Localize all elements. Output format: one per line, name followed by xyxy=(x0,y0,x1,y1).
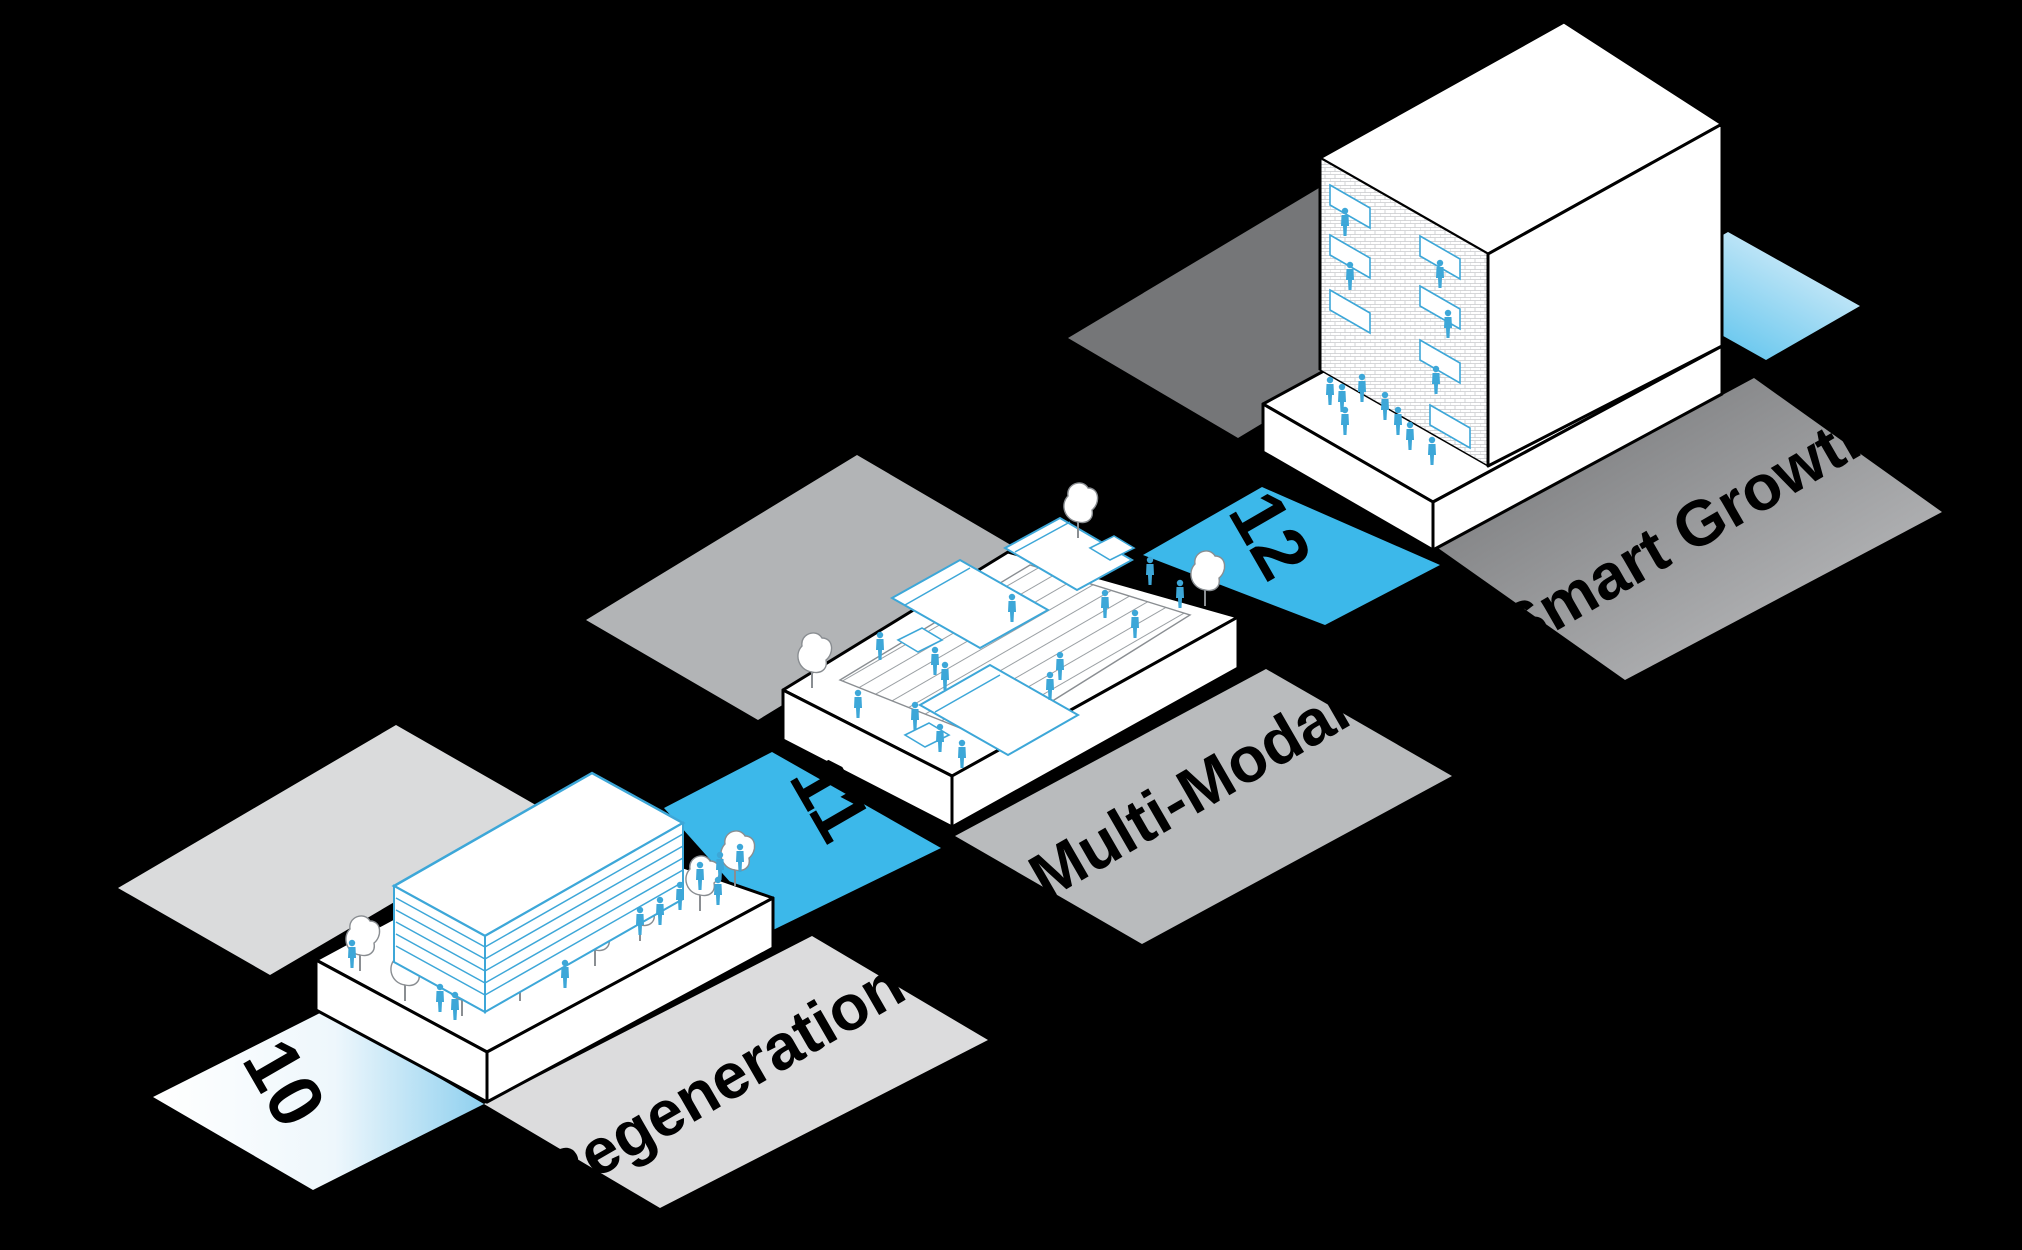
back-tile-11 xyxy=(586,455,1028,720)
strip-10: 10 Regeneration xyxy=(118,725,988,1214)
label-tile-regeneration xyxy=(484,936,988,1208)
regeneration-building xyxy=(391,771,686,1014)
train-icon xyxy=(889,516,1135,757)
tile-10 xyxy=(153,1011,484,1190)
back-tile-10 xyxy=(118,725,548,975)
smart-growth-building xyxy=(1318,20,1724,468)
tree-icon xyxy=(1189,549,1226,607)
label-tile-multi-modal xyxy=(955,669,1452,944)
people-figure-icon xyxy=(1146,556,1154,585)
strip-11: 11 Multi-Modal xyxy=(586,455,1452,944)
label-tile-smart-growth xyxy=(1438,378,1942,680)
connector-11-12 xyxy=(1143,487,1440,625)
